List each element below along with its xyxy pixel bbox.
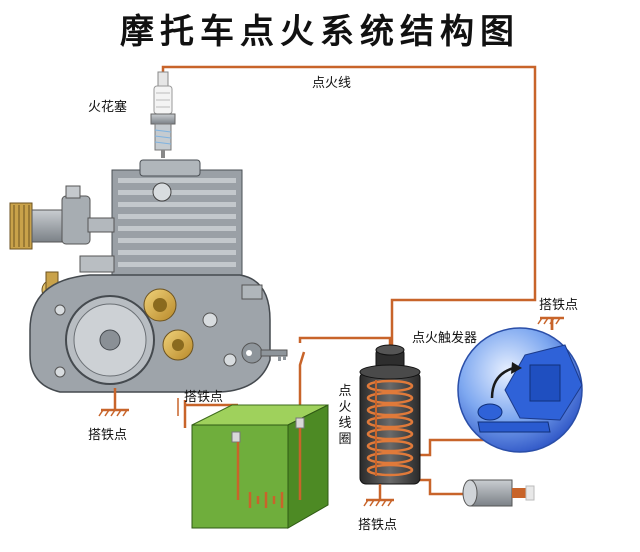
ignition-wire-label: 点火线 (312, 76, 352, 91)
trigger-ground-label: 搭铁点 (539, 298, 579, 313)
trigger-label: 点火触发器 (412, 331, 478, 346)
battery-icon (191, 404, 329, 529)
engine-ground-icon (98, 388, 129, 417)
ignition-key-icon (241, 342, 288, 364)
pickup-sensor-icon (462, 479, 535, 507)
diagram-title: 摩托车点火系统结构图 (120, 12, 520, 52)
ignition-coil-label: 点火线圈 (338, 384, 352, 447)
engine-ground-label: 搭铁点 (88, 428, 128, 443)
spark-plug-label: 火花塞 (88, 100, 128, 115)
ignition-trigger-icon (457, 327, 583, 453)
trigger-ground-icon (537, 316, 564, 330)
engine-icon (9, 159, 271, 393)
coil-ground-label: 搭铁点 (358, 518, 398, 533)
ignition-coil-icon (359, 344, 421, 485)
battery-ground-label: 搭铁点 (184, 390, 224, 405)
spark-plug-icon (150, 71, 176, 158)
coil-ground-icon (363, 484, 394, 507)
